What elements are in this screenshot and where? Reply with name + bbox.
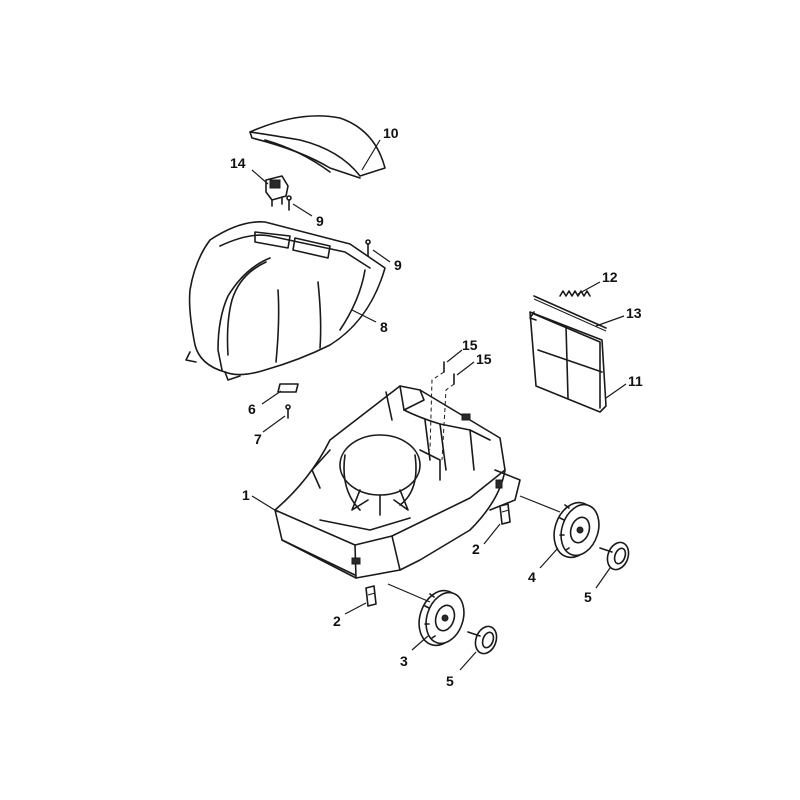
callout-2-left: 2 bbox=[333, 613, 341, 629]
part-8-upper-housing bbox=[185, 221, 386, 381]
part-5-cap-left bbox=[467, 625, 498, 655]
part-7-screw bbox=[285, 404, 291, 419]
callout-2-right: 2 bbox=[472, 541, 480, 557]
callout-10: 10 bbox=[383, 125, 399, 141]
callout-12: 12 bbox=[602, 269, 618, 285]
part-4-rear-wheel bbox=[553, 501, 600, 559]
callout-4: 4 bbox=[528, 569, 536, 585]
callout-9-lower: 9 bbox=[394, 257, 402, 273]
part-14-switch bbox=[265, 175, 289, 207]
callout-8: 8 bbox=[380, 319, 388, 335]
part-13-rod bbox=[533, 295, 607, 332]
part-5-cap-right bbox=[599, 541, 630, 571]
callout-13: 13 bbox=[626, 305, 642, 321]
callout-5-left: 5 bbox=[446, 673, 454, 689]
callout-7: 7 bbox=[254, 431, 262, 447]
part-2-clip-left bbox=[365, 585, 377, 607]
callout-15-lower: 15 bbox=[476, 351, 492, 367]
part-12-spring bbox=[559, 290, 591, 297]
part-11-flap bbox=[529, 311, 607, 413]
callout-6: 6 bbox=[248, 401, 256, 417]
part-9-screw-upper bbox=[286, 195, 292, 211]
callout-9-upper: 9 bbox=[316, 213, 324, 229]
callout-5-right: 5 bbox=[584, 589, 592, 605]
callout-11: 11 bbox=[628, 373, 643, 389]
callout-14: 14 bbox=[230, 155, 246, 171]
callout-15-upper: 15 bbox=[462, 337, 478, 353]
part-1-deck bbox=[274, 371, 521, 579]
part-3-front-wheel bbox=[418, 589, 465, 647]
part-9-screw-lower bbox=[365, 239, 371, 257]
part-10-top-cover bbox=[249, 115, 386, 179]
part-2-clip-right bbox=[499, 503, 511, 525]
callout-1: 1 bbox=[242, 487, 250, 503]
callout-3: 3 bbox=[400, 653, 408, 669]
part-6-clip bbox=[277, 383, 299, 393]
leader-lines bbox=[251, 139, 627, 671]
